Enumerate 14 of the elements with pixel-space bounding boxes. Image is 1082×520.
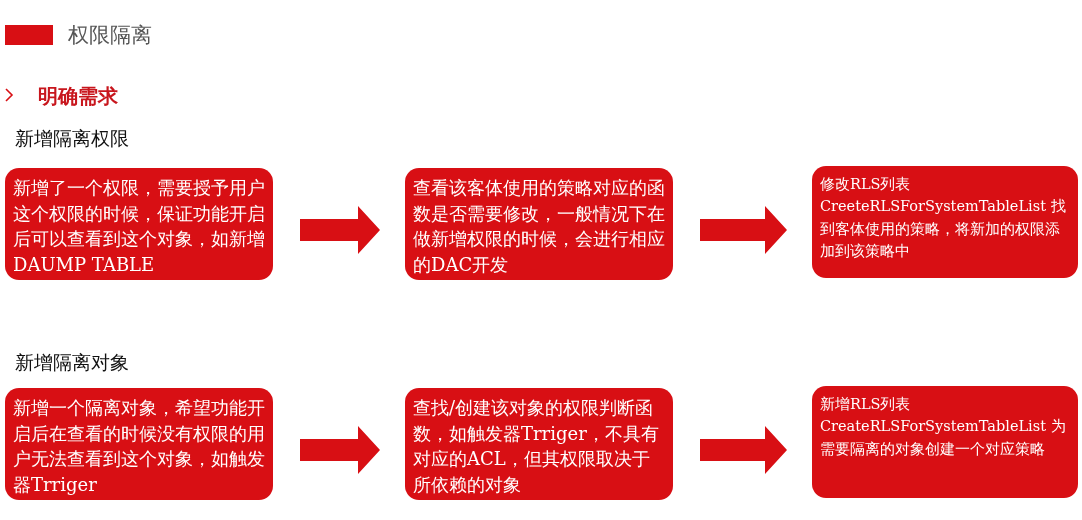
arrow [700, 206, 787, 254]
process-box: 查看该客体使用的策略对应的函数是否需要修改，一般情况下在做新增权限的时候，会进行相应的DAC开发 [405, 168, 673, 280]
process-box: 新增了一个权限，需要授予用户这个权限的时候，保证功能开启后可以查看到这个对象，如新增DAUMP TABLE [5, 168, 273, 280]
arrow [300, 426, 380, 474]
process-box: 新增一个隔离对象，希望功能开启后在查看的时候没有权限的用户无法查看到这个对象，如触发器Trriger [5, 388, 273, 500]
row-heading: 新增隔离权限 [15, 126, 129, 151]
process-box: 查找/创建该对象的权限判断函数，如触发器Trriger，不具有对应的ACL，但其权限取决于所依赖的对象 [405, 388, 673, 500]
process-box: 新增RLS列表 CreateRLSForSystemTableList 为需要隔离的对象创建一个对应策略 [812, 386, 1078, 498]
process-box: 修改RLS列表 CreeteRLSForSystemTableList 找到客体使用的策略，将新加的权限添加到该策略中 [812, 166, 1078, 278]
section-heading: 明确需求 [38, 83, 118, 110]
arrow [700, 426, 787, 474]
row-heading: 新增隔离对象 [15, 350, 129, 375]
arrow [300, 206, 380, 254]
slide-title: 权限隔离 [68, 22, 152, 49]
